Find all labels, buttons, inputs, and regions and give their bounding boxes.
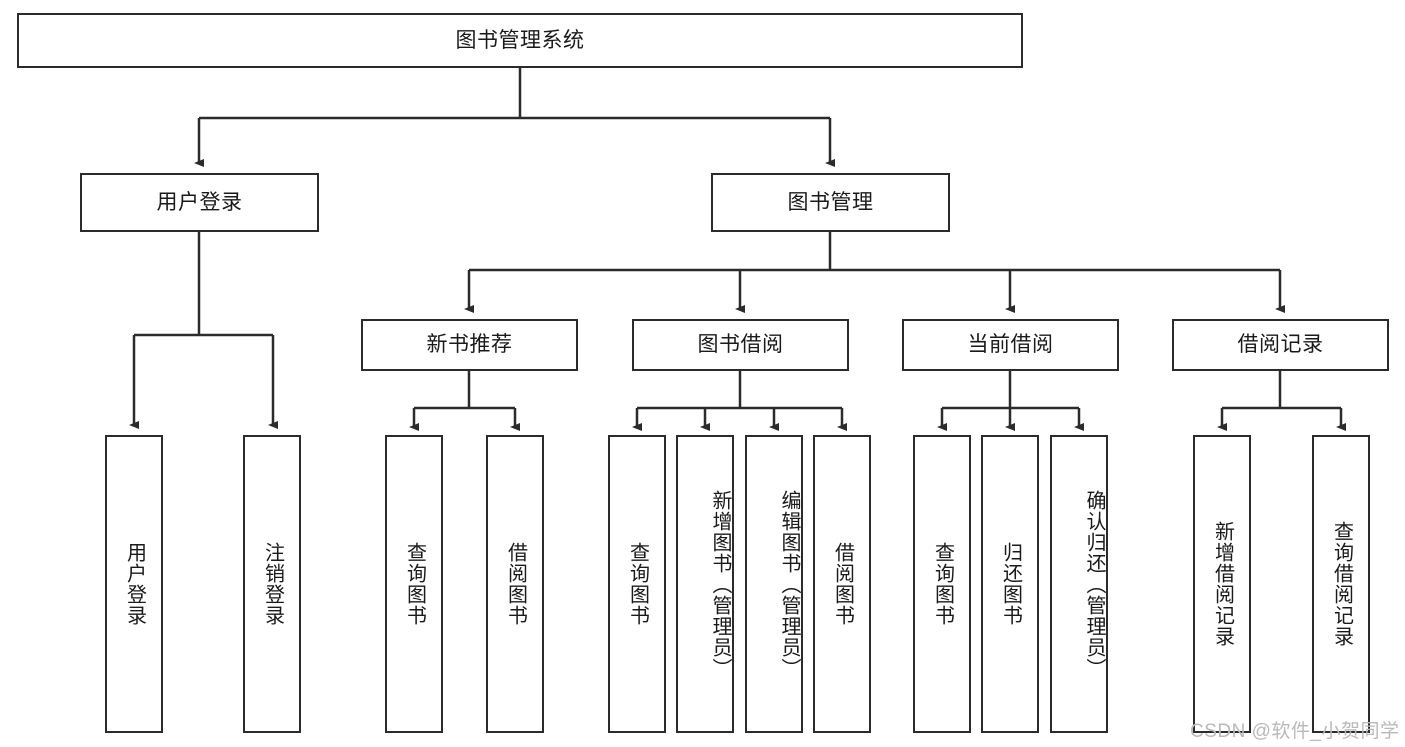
- node-leaf-confirm-return-admin[interactable]: 确认归还（管理员）: [1050, 435, 1108, 733]
- node-leaf-query-book-2[interactable]: 查询图书: [608, 435, 666, 733]
- node-leaf-logout[interactable]: 注销登录: [243, 435, 301, 733]
- node-new-book-recommend[interactable]: 新书推荐: [361, 319, 578, 371]
- node-leaf-query-book-1[interactable]: 查询图书: [385, 435, 443, 733]
- node-leaf-add-borrow-record[interactable]: 新增借阅记录: [1193, 435, 1251, 733]
- node-user-login[interactable]: 用户登录: [80, 173, 319, 232]
- node-leaf-edit-book-admin[interactable]: 编辑图书（管理员）: [745, 435, 803, 733]
- node-book-management[interactable]: 图书管理: [711, 173, 950, 232]
- node-root-system[interactable]: 图书管理系统: [17, 13, 1023, 68]
- node-leaf-query-borrow-record[interactable]: 查询借阅记录: [1312, 435, 1370, 733]
- csdn-watermark: CSDN @软件_小贺同学: [1190, 721, 1400, 742]
- node-leaf-return-book[interactable]: 归还图书: [981, 435, 1039, 733]
- node-leaf-borrow-book-1[interactable]: 借阅图书: [486, 435, 544, 733]
- node-current-borrow[interactable]: 当前借阅: [902, 319, 1119, 371]
- node-leaf-query-book-3[interactable]: 查询图书: [913, 435, 971, 733]
- node-borrow-record[interactable]: 借阅记录: [1172, 319, 1389, 371]
- node-leaf-user-login[interactable]: 用户登录: [105, 435, 163, 733]
- node-leaf-add-book-admin[interactable]: 新增图书（管理员）: [676, 435, 734, 733]
- node-leaf-borrow-book-2[interactable]: 借阅图书: [813, 435, 871, 733]
- node-book-borrow[interactable]: 图书借阅: [632, 319, 849, 371]
